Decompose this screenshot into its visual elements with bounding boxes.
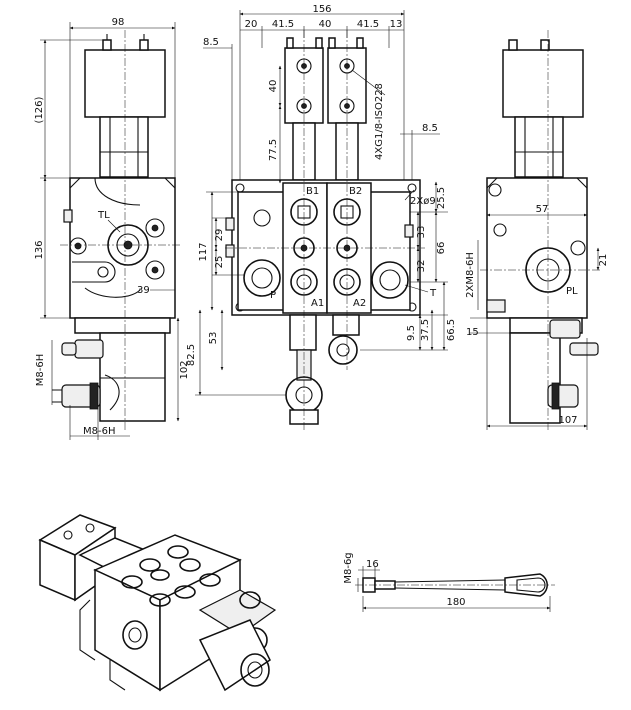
right-lower-body <box>509 332 561 424</box>
label-b2: B2 <box>349 186 362 197</box>
port-t-circle <box>371 261 409 299</box>
lever-detail <box>355 573 555 597</box>
dim-39: 39 <box>137 285 150 296</box>
label-a1: A1 <box>311 298 324 309</box>
dim-20: 20 <box>245 19 258 30</box>
port-p-circle <box>243 259 281 297</box>
dim-66-5: 66.5 <box>446 319 457 341</box>
right-valve-block <box>486 177 588 319</box>
label-ports-spec: 4XG1/8-ISO228 <box>374 83 385 160</box>
right-solenoid-coil <box>502 49 584 118</box>
dim-21: 21 <box>598 254 609 267</box>
dim-136: 136 <box>34 240 45 259</box>
right-view-dimensions: 57 21 PL 2XM8-6H 15 107 <box>465 204 609 430</box>
isometric-view <box>38 514 277 692</box>
dim-77-5: 77.5 <box>268 139 279 161</box>
dim-53: 53 <box>208 332 219 345</box>
dim-25-5: 25.5 <box>436 187 447 209</box>
thread-2xm8: 2XM8-6H <box>465 252 476 298</box>
thread-m8-6g: M8-6g <box>343 552 354 583</box>
label-mount-holes: 2Xø9 <box>410 196 436 207</box>
dim-25: 25 <box>214 256 225 269</box>
right-side-view <box>480 30 600 430</box>
dim-82-5: 82.5 <box>186 344 197 366</box>
label-t: T <box>429 288 437 299</box>
dim-40: 40 <box>319 19 332 30</box>
dim-32: 32 <box>416 260 427 273</box>
label-a2: A2 <box>353 298 366 309</box>
label-p: P <box>270 290 276 301</box>
left-lower-body <box>99 332 166 422</box>
thread-m8-left-vertical: M8-6H <box>35 354 46 386</box>
label-tl: TL <box>97 210 110 221</box>
dim-41-5-a: 41.5 <box>272 19 294 30</box>
dim-8-5-left: 8.5 <box>203 37 219 48</box>
front-view <box>225 30 425 430</box>
dim-126: (126) <box>34 96 45 123</box>
lever-dimensions: M8-6g 16 180 <box>343 552 551 612</box>
dim-9-5: 9.5 <box>406 325 417 341</box>
label-b1: B1 <box>306 186 319 197</box>
dim-40-vertical: 40 <box>268 80 279 93</box>
dim-57: 57 <box>536 204 549 215</box>
dim-33: 33 <box>416 226 427 239</box>
label-pl: PL <box>566 286 578 297</box>
dim-156: 156 <box>312 4 331 15</box>
thread-m8-left-bottom: M8-6H <box>83 426 115 437</box>
dim-107: 107 <box>558 415 577 426</box>
dim-8-5-right: 8.5 <box>422 123 438 134</box>
left-view-dimensions: 98 (126) 136 39 102 M8-6H M8-6H TL <box>34 17 190 440</box>
dim-98: 98 <box>112 17 125 28</box>
dim-15: 15 <box>466 327 479 338</box>
dim-41-5-b: 41.5 <box>357 19 379 30</box>
dim-37-5: 37.5 <box>420 319 431 341</box>
dim-16: 16 <box>366 559 379 570</box>
front-view-dimensions: 156 20 41.5 40 41.5 13 8.5 8.5 40 77.5 4… <box>186 4 457 396</box>
dim-66: 66 <box>436 242 447 255</box>
dim-13: 13 <box>390 19 403 30</box>
dim-117: 117 <box>198 242 209 261</box>
dim-180: 180 <box>446 597 465 608</box>
left-side-view <box>52 30 180 430</box>
dim-102: 102 <box>179 360 190 379</box>
dim-29: 29 <box>214 229 225 242</box>
